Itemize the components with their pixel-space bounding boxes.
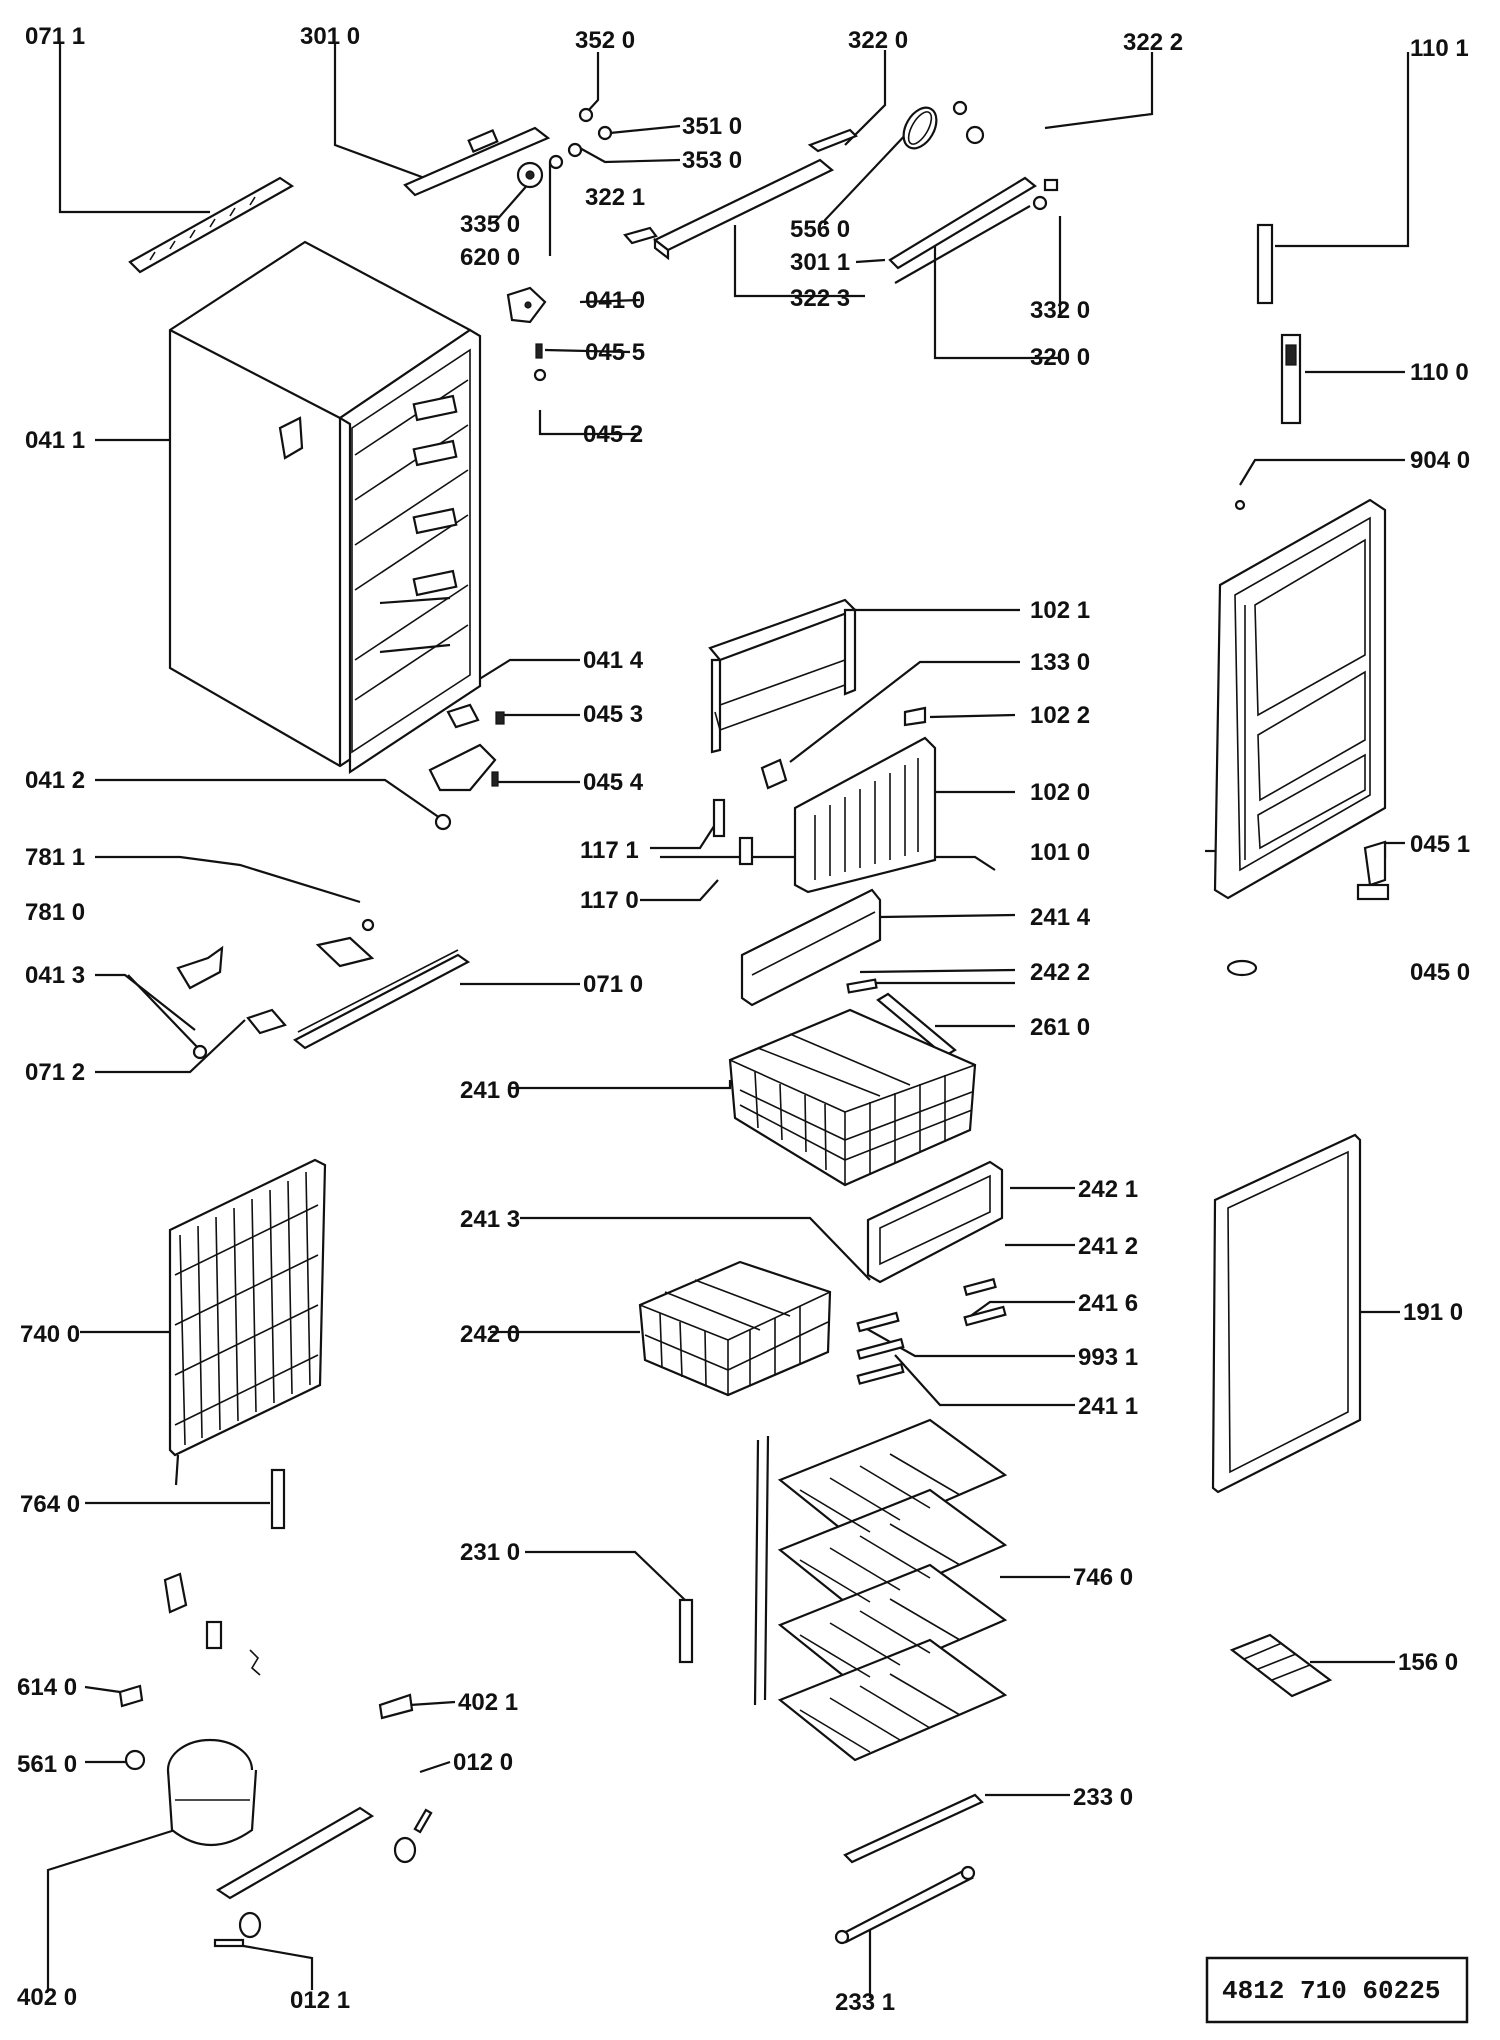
label-332-0: 332 0 — [1030, 297, 1090, 324]
label-556-0: 556 0 — [790, 216, 850, 243]
label-117-1: 117 1 — [580, 837, 639, 864]
condenser-740 — [168, 1158, 327, 1486]
label-402-0: 402 0 — [17, 1984, 77, 2011]
label-242-1: 242 1 — [1078, 1176, 1138, 1203]
label-781-1: 781 1 — [25, 844, 85, 871]
label-746-0: 746 0 — [1073, 1564, 1133, 1591]
document-reference-box: 4812 710 60225 — [1205, 1956, 1469, 2024]
label-041-4: 041 4 — [583, 647, 644, 674]
label-045-2: 045 2 — [583, 421, 643, 448]
label-133-0: 133 0 — [1030, 649, 1090, 676]
label-352-0: 352 0 — [575, 27, 635, 54]
label-561-0: 561 0 — [17, 1751, 77, 1778]
label-012-0: 012 0 — [453, 1749, 513, 1776]
label-071-1: 071 1 — [25, 23, 85, 50]
label-322-1: 322 1 — [585, 184, 645, 211]
label-191-0: 191 0 — [1403, 1299, 1463, 1326]
rail-071-1-teeth — [149, 196, 256, 261]
label-241-4: 241 4 — [1030, 904, 1091, 931]
label-117-0: 117 0 — [580, 887, 639, 914]
label-041-1: 041 1 — [25, 427, 85, 454]
label-322-2: 322 2 — [1123, 29, 1183, 56]
label-620-0: 620 0 — [460, 244, 520, 271]
label-102-2: 102 2 — [1030, 702, 1090, 729]
label-045-1: 045 1 — [1410, 831, 1470, 858]
label-241-3: 241 3 — [460, 1206, 520, 1233]
label-071-2: 071 2 — [25, 1059, 85, 1086]
label-241-6: 241 6 — [1078, 1290, 1138, 1317]
label-301-1: 301 1 — [790, 249, 850, 276]
label-301-0: 301 0 — [300, 23, 360, 50]
grille-102-slats — [814, 758, 919, 880]
compressor-402 — [166, 1738, 258, 1847]
label-110-0: 110 0 — [1410, 359, 1469, 386]
label-335-0: 335 0 — [460, 211, 520, 238]
label-110-1: 110 1 — [1410, 35, 1469, 62]
door-gasket-191 — [1211, 1133, 1362, 1494]
label-322-0: 322 0 — [848, 27, 908, 54]
label-102-1: 102 1 — [1030, 597, 1090, 624]
label-041-2: 041 2 — [25, 767, 85, 794]
cabinet-body — [168, 240, 482, 775]
evaporator-shelves-746 — [753, 1418, 1008, 1762]
label-261-0: 261 0 — [1030, 1014, 1090, 1041]
label-045-5: 045 5 — [585, 339, 645, 366]
label-993-1: 993 1 — [1078, 1344, 1138, 1371]
door-101 — [1213, 498, 1387, 900]
basket-241 — [728, 1008, 977, 1187]
label-241-0: 241 0 — [460, 1077, 520, 1104]
label-242-0: 242 0 — [460, 1321, 520, 1348]
label-241-2: 241 2 — [1078, 1233, 1138, 1260]
lamp-spring-556 — [902, 100, 985, 150]
label-233-1: 233 1 — [835, 1989, 895, 2016]
label-102-0: 102 0 — [1030, 779, 1090, 806]
document-reference-number: 4812 710 60225 — [1222, 1976, 1440, 2006]
label-233-0: 233 0 — [1073, 1784, 1133, 1811]
label-242-2: 242 2 — [1030, 959, 1090, 986]
ice-tray-156 — [1229, 1633, 1333, 1698]
label-041-3: 041 3 — [25, 962, 85, 989]
label-231-0: 231 0 — [460, 1539, 520, 1566]
part-labels: 071 1 301 0 352 0 351 0 353 0 322 0 322 … — [17, 23, 1470, 2016]
label-071-0: 071 0 — [583, 971, 643, 998]
label-402-1: 402 1 — [458, 1689, 518, 1716]
label-322-3: 322 3 — [790, 285, 850, 312]
label-045-0: 045 0 — [1410, 959, 1470, 986]
label-740-0: 740 0 — [20, 1321, 80, 1348]
part-drawings — [118, 100, 1390, 1948]
label-045-3: 045 3 — [583, 701, 643, 728]
label-904-0: 904 0 — [1410, 447, 1470, 474]
label-781-0: 781 0 — [25, 899, 85, 926]
label-012-1: 012 1 — [290, 1987, 350, 2014]
label-045-4: 045 4 — [583, 769, 644, 796]
label-764-0: 764 0 — [20, 1491, 80, 1518]
label-041-0: 041 0 — [585, 287, 645, 314]
label-320-0: 320 0 — [1030, 344, 1090, 371]
label-241-1: 241 1 — [1078, 1393, 1138, 1420]
label-351-0: 351 0 — [682, 113, 742, 140]
label-101-0: 101 0 — [1030, 839, 1090, 866]
label-353-0: 353 0 — [682, 147, 742, 174]
label-614-0: 614 0 — [17, 1674, 77, 1701]
basket-242 — [638, 1260, 832, 1397]
label-156-0: 156 0 — [1398, 1649, 1458, 1676]
